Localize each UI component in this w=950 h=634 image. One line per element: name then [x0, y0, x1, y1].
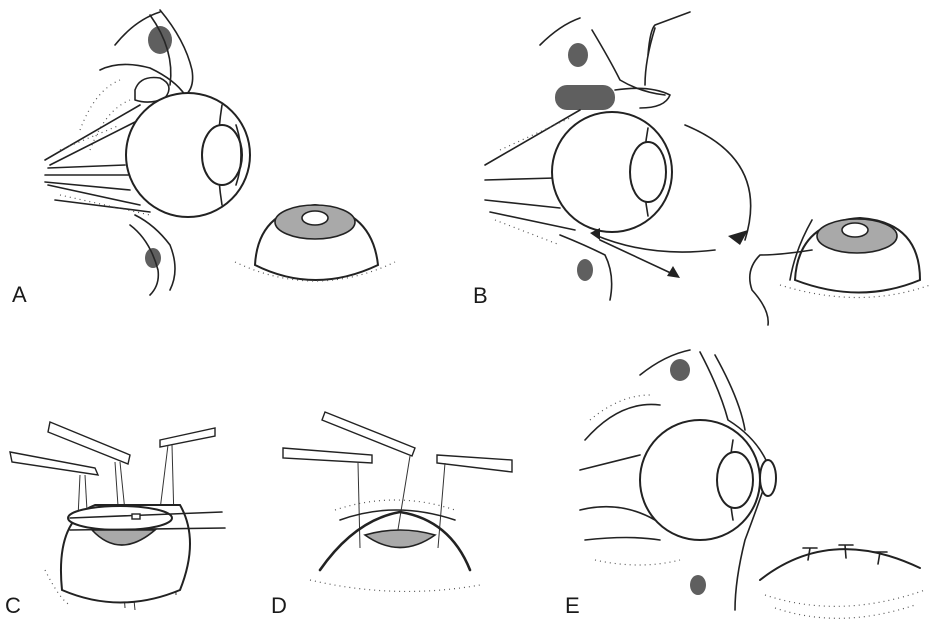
panel-label-e: E: [565, 593, 580, 618]
panel-c-illustration: [9, 421, 226, 611]
panel-d-illustration: [282, 411, 513, 593]
transposition-arrow: [684, 124, 752, 241]
panel-e-illustration: [579, 349, 926, 619]
panel-label-c: C: [5, 593, 21, 618]
panel-label-b: B: [473, 283, 488, 308]
panel-label-d: D: [271, 593, 287, 618]
panel-b-illustration: [484, 11, 931, 326]
panel-a-illustration: [44, 9, 396, 296]
panel-label-a: A: [12, 282, 27, 307]
